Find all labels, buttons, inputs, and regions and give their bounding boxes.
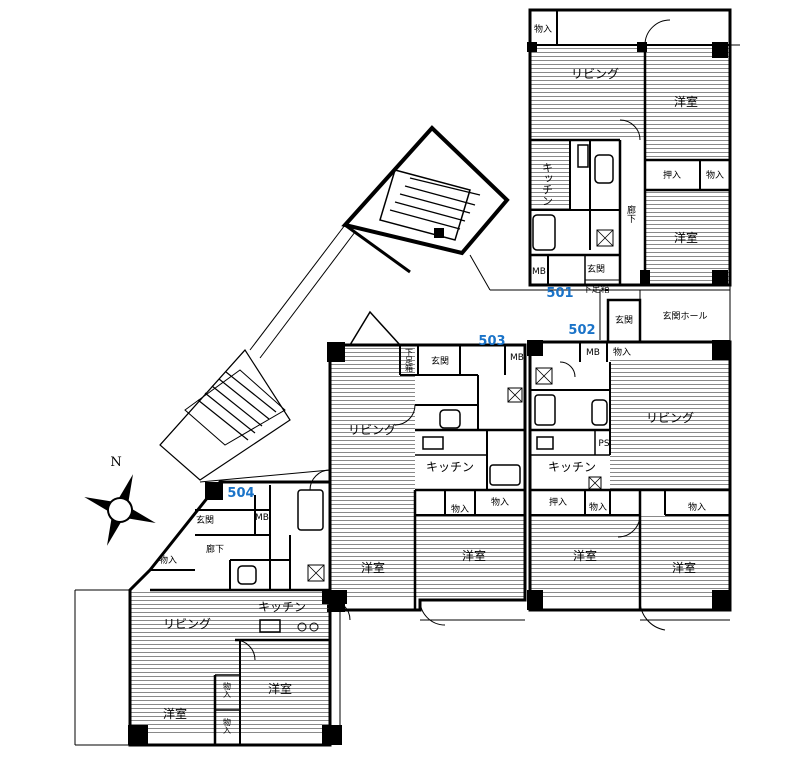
unit-503-label: 503 bbox=[478, 334, 505, 349]
entrance-hall: 玄関ホール bbox=[639, 289, 731, 343]
compass-north-label: N bbox=[110, 455, 121, 470]
u501-living-label: リビング bbox=[571, 67, 619, 81]
unit-502-label: 502 bbox=[568, 323, 595, 338]
compass-rose bbox=[84, 474, 156, 546]
u503-living-label: リビング bbox=[348, 423, 396, 437]
u502-mb-label: MB bbox=[586, 348, 600, 358]
u504-kitchen-label: キッチン bbox=[258, 600, 306, 614]
u504-mb-label: MB bbox=[255, 513, 269, 523]
u502-ps-label: PS bbox=[598, 439, 609, 449]
u504-storage-label: 物入 bbox=[159, 554, 177, 566]
u501-corridor-label: 廊下 bbox=[625, 204, 636, 224]
u502-storage3-label: 物入 bbox=[688, 501, 706, 513]
u503-western2-label: 洋室 bbox=[462, 548, 486, 563]
u501-storage-top-label: 物入 bbox=[534, 23, 552, 35]
entrance-hall-label: 玄関ホール bbox=[662, 310, 707, 322]
u501-kitchen-label: キッチン bbox=[541, 162, 554, 206]
u504-entrance-label: 玄関 bbox=[196, 514, 214, 526]
u501-storage-mid-label: 物入 bbox=[706, 169, 724, 181]
u501-shoe-label: 下足箱 bbox=[582, 283, 609, 295]
u501-western2-label: 洋室 bbox=[674, 230, 698, 245]
u502-living-label: リビング bbox=[646, 411, 694, 425]
upper-stairwell bbox=[341, 125, 510, 274]
outer-corridor bbox=[159, 224, 730, 483]
u504-western2-label: 洋室 bbox=[163, 706, 187, 721]
u504-storage3-label: 物入 bbox=[223, 717, 232, 734]
u501-oshiire-label: 押入 bbox=[663, 169, 681, 181]
u503-storage-label: 物入 bbox=[451, 503, 469, 515]
u504-corridor-label: 廊下 bbox=[206, 543, 224, 555]
u503-western-label: 洋室 bbox=[361, 560, 385, 575]
u502-oshiire-label: 押入 bbox=[549, 496, 567, 508]
u502-storage-label: 物入 bbox=[613, 346, 631, 358]
u502-entrance-label: 玄関 bbox=[615, 314, 633, 326]
lower-stairwell bbox=[159, 349, 291, 481]
u501-mb-label: MB bbox=[532, 267, 546, 277]
u503-kitchen-label: キッチン bbox=[426, 460, 474, 474]
u502-western-label: 洋室 bbox=[573, 548, 597, 563]
unit-504-label: 504 bbox=[227, 486, 254, 501]
u502-storage2-label: 物入 bbox=[589, 501, 607, 513]
u501-western-label: 洋室 bbox=[674, 94, 698, 109]
unit-501: 物入 リビング 洋室 キッチン 押入 物入 廊下 洋室 MB 玄関 下足箱 bbox=[527, 8, 740, 295]
u504-storage2-label: 物入 bbox=[223, 681, 232, 698]
u503-entrance-label: 玄関 bbox=[431, 355, 449, 367]
u502-western2-label: 洋室 bbox=[672, 560, 696, 575]
u502-kitchen-label: キッチン bbox=[548, 460, 596, 474]
unit-504: 玄関 MB 物入 廊下 キッチン リビング 洋室 洋室 物入 物入 bbox=[74, 469, 351, 747]
u504-western-label: 洋室 bbox=[268, 681, 292, 696]
u503-shoe-label: 下足箱 bbox=[405, 348, 414, 373]
unit-502: 玄関 MB 物入 リビング PS キッチン 押入 物入 物入 洋室 洋室 bbox=[527, 298, 732, 631]
u504-living-label: リビング bbox=[163, 617, 211, 631]
u503-storage2-label: 物入 bbox=[491, 496, 509, 508]
u503-mb-label: MB bbox=[510, 353, 524, 363]
unit-503: 下足箱 玄関 MB リビング キッチン 物入 物入 洋室 洋室 bbox=[327, 310, 527, 626]
unit-501-label: 501 bbox=[546, 286, 573, 301]
u501-entrance-label: 玄関 bbox=[587, 263, 605, 275]
